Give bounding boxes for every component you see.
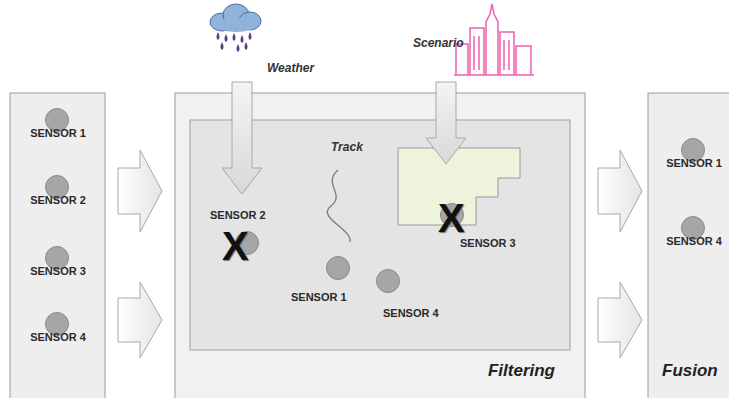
- sensor-label: SENSOR 2: [210, 209, 266, 221]
- sensor-label: SENSOR 3: [30, 265, 86, 277]
- flow-arrow: [118, 150, 162, 232]
- panel-title: Fusion: [662, 361, 718, 381]
- sensor-circle: SENSOR 4: [681, 216, 705, 240]
- weather-arrow: [222, 82, 262, 194]
- annotation-label: Weather: [267, 61, 314, 75]
- sensor-label: SENSOR 1: [291, 291, 347, 303]
- sensor-label: SENSOR 4: [383, 307, 439, 319]
- flow-arrow: [598, 282, 642, 358]
- scenario-arrow: [426, 82, 466, 164]
- city-icon: [454, 4, 534, 75]
- input-panel: [10, 93, 105, 398]
- panel-region: Fusion SENSOR 1 SENSOR 4: [648, 93, 729, 398]
- sensor-circle: SENSOR 1: [45, 108, 69, 132]
- sensor-circle: SENSOR 4: [45, 312, 69, 336]
- sensor-circle: SENSOR 1: [681, 138, 705, 162]
- annotation-label: Scenario: [413, 36, 464, 50]
- sensor-label: SENSOR 2: [30, 194, 86, 206]
- sensor-label: SENSOR 3: [460, 237, 516, 249]
- track-line: [327, 170, 350, 242]
- panel-title: Filtering: [488, 361, 555, 381]
- annotation-label: Track: [331, 140, 363, 154]
- disabled-mark: X: [222, 226, 249, 266]
- fusion-panel-bg: [648, 93, 729, 398]
- flow-arrow: [598, 150, 642, 232]
- sensor-circle: SENSOR 2: [45, 175, 69, 199]
- cloud-icon: [210, 4, 261, 52]
- flow-arrow: [118, 282, 162, 358]
- sensor-label: SENSOR 1: [666, 157, 722, 169]
- disabled-mark: X: [438, 198, 465, 238]
- sensor-circle: SENSOR 1: [326, 256, 350, 280]
- sensor-label: SENSOR 1: [30, 127, 86, 139]
- sensor-label: SENSOR 4: [30, 331, 86, 343]
- sensor-circle: SENSOR 3: [45, 246, 69, 270]
- sensor-circle: SENSOR 4: [376, 269, 400, 293]
- sensor-label: SENSOR 4: [666, 235, 722, 247]
